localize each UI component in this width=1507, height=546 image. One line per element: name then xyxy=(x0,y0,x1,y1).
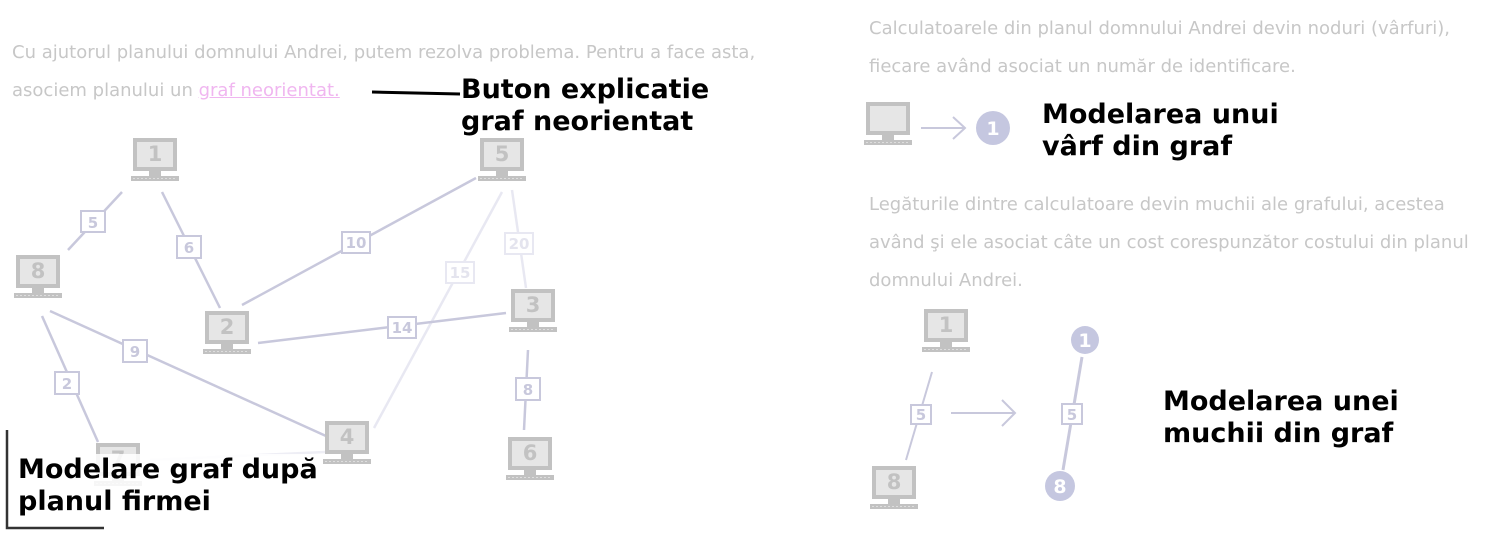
graf-neorientat-link[interactable]: graf neorientat. xyxy=(198,80,340,101)
svg-text:5: 5 xyxy=(495,142,510,166)
svg-text:2: 2 xyxy=(220,315,235,339)
edge-cost-labels: 5 6 10 20 15 14 9 2 xyxy=(54,210,541,401)
edge-8-4 xyxy=(49,309,327,438)
edge-cost-3-6: 8 xyxy=(515,377,541,401)
edge-description: Legăturile dintre calculatoare devin muc… xyxy=(869,186,1505,300)
edge-example-computer-bottom: 8 xyxy=(869,465,919,510)
svg-text:3: 3 xyxy=(526,293,541,317)
edge-example-node-top: 1 xyxy=(1071,326,1099,354)
svg-text:1: 1 xyxy=(1078,330,1091,352)
annotation-vertex-model: Modelarea unui vârf din graf xyxy=(1042,99,1279,163)
svg-text:8: 8 xyxy=(1053,476,1066,498)
annotation-edge-model: Modelarea unei muchii din graf xyxy=(1163,386,1399,450)
edge-description-line-3: domnului Andrei. xyxy=(869,270,1023,291)
svg-text:5: 5 xyxy=(916,406,926,424)
edge-cost-5-4: 15 xyxy=(445,261,475,284)
edge-5-4 xyxy=(372,191,504,429)
computer-node-8: 8 xyxy=(13,254,63,299)
vertex-description: Calculatoarele din planul domnului Andre… xyxy=(869,10,1499,86)
annotation-link-button-line-2: graf neorientat xyxy=(461,106,694,137)
svg-text:20: 20 xyxy=(509,235,530,253)
edge-cost-8-4: 9 xyxy=(122,339,148,363)
edge-example-cost-right: 5 xyxy=(1061,403,1083,425)
annotation-edge-model-line-2: muchii din graf xyxy=(1163,418,1394,449)
edge-example-node-bottom: 8 xyxy=(1045,471,1075,501)
edge-cost-8-1: 5 xyxy=(80,210,106,233)
intro-text: Cu ajutorul planului domnului Andrei, pu… xyxy=(12,34,832,110)
svg-text:14: 14 xyxy=(392,319,413,337)
edge-example-computer-top: 1 xyxy=(921,308,971,353)
computer-node-4: 4 xyxy=(322,420,372,465)
intro-line-2-prefix: asociem planului un xyxy=(12,80,199,101)
edge-cost-2-5: 10 xyxy=(341,231,371,254)
computer-node-3: 3 xyxy=(508,288,558,333)
vertex-example-arrow xyxy=(921,116,967,140)
intro-line-2: asociem planului un graf neorientat. xyxy=(12,72,832,110)
annotation-link-button-line-1: Buton explicatie xyxy=(461,74,710,105)
annotation-link-button: Buton explicatie graf neorientat xyxy=(461,74,709,138)
edge-example: 5 1 8 5 1 8 xyxy=(869,308,1099,510)
edge-cost-1-2: 6 xyxy=(176,235,202,259)
edge-cost-2-3: 14 xyxy=(387,316,417,339)
edge-2-3 xyxy=(257,311,507,345)
annotation-vertex-model-line-2: vârf din graf xyxy=(1042,131,1233,162)
intro-line-1: Cu ajutorul planului domnului Andrei, pu… xyxy=(12,42,756,63)
svg-text:5: 5 xyxy=(1067,406,1077,424)
svg-text:9: 9 xyxy=(130,343,140,361)
vertex-example-computer xyxy=(863,101,913,146)
svg-text:5: 5 xyxy=(88,214,98,232)
vertex-example-node: 1 xyxy=(976,111,1010,145)
svg-text:1: 1 xyxy=(148,142,163,166)
vertex-example: 1 xyxy=(863,101,1010,146)
svg-text:2: 2 xyxy=(62,375,72,393)
svg-text:1: 1 xyxy=(939,313,954,337)
vertex-description-line-1: Calculatoarele din planul domnului Andre… xyxy=(869,18,1450,39)
edge-cost-5-3: 20 xyxy=(504,232,534,255)
svg-text:8: 8 xyxy=(523,381,533,399)
annotation-pointer-line xyxy=(371,90,461,96)
annotation-graph-model: Modelare graf după planul firmei xyxy=(18,454,318,518)
svg-text:8: 8 xyxy=(887,470,902,494)
svg-text:6: 6 xyxy=(523,441,538,465)
edge-cost-8-7: 2 xyxy=(54,371,80,395)
svg-text:10: 10 xyxy=(346,234,367,252)
svg-text:1: 1 xyxy=(986,118,999,140)
annotation-graph-model-line-2: planul firmei xyxy=(18,486,211,517)
annotation-vertex-model-line-1: Modelarea unui xyxy=(1042,99,1279,130)
annotation-graph-model-line-1: Modelare graf după xyxy=(18,454,318,485)
edge-example-arrow xyxy=(951,399,1017,427)
computer-node-1: 1 xyxy=(130,137,180,182)
graph-edges xyxy=(40,176,530,462)
edge-description-line-1: Legăturile dintre calculatoare devin muc… xyxy=(869,194,1445,215)
computer-node-5: 5 xyxy=(477,137,527,182)
svg-text:8: 8 xyxy=(31,259,46,283)
edge-example-cost-left: 5 xyxy=(910,404,932,425)
computer-node-2: 2 xyxy=(202,310,252,355)
computer-node-6: 6 xyxy=(505,436,555,481)
svg-text:4: 4 xyxy=(340,425,355,449)
annotation-edge-model-line-1: Modelarea unei xyxy=(1163,386,1399,417)
edge-description-line-2: având şi ele asociat câte un cost coresp… xyxy=(869,232,1469,253)
graph-bracket-corner xyxy=(5,430,104,530)
vertex-description-line-2: fiecare având asociat un număr de identi… xyxy=(869,56,1296,77)
svg-text:15: 15 xyxy=(450,264,471,282)
svg-text:6: 6 xyxy=(184,239,194,257)
